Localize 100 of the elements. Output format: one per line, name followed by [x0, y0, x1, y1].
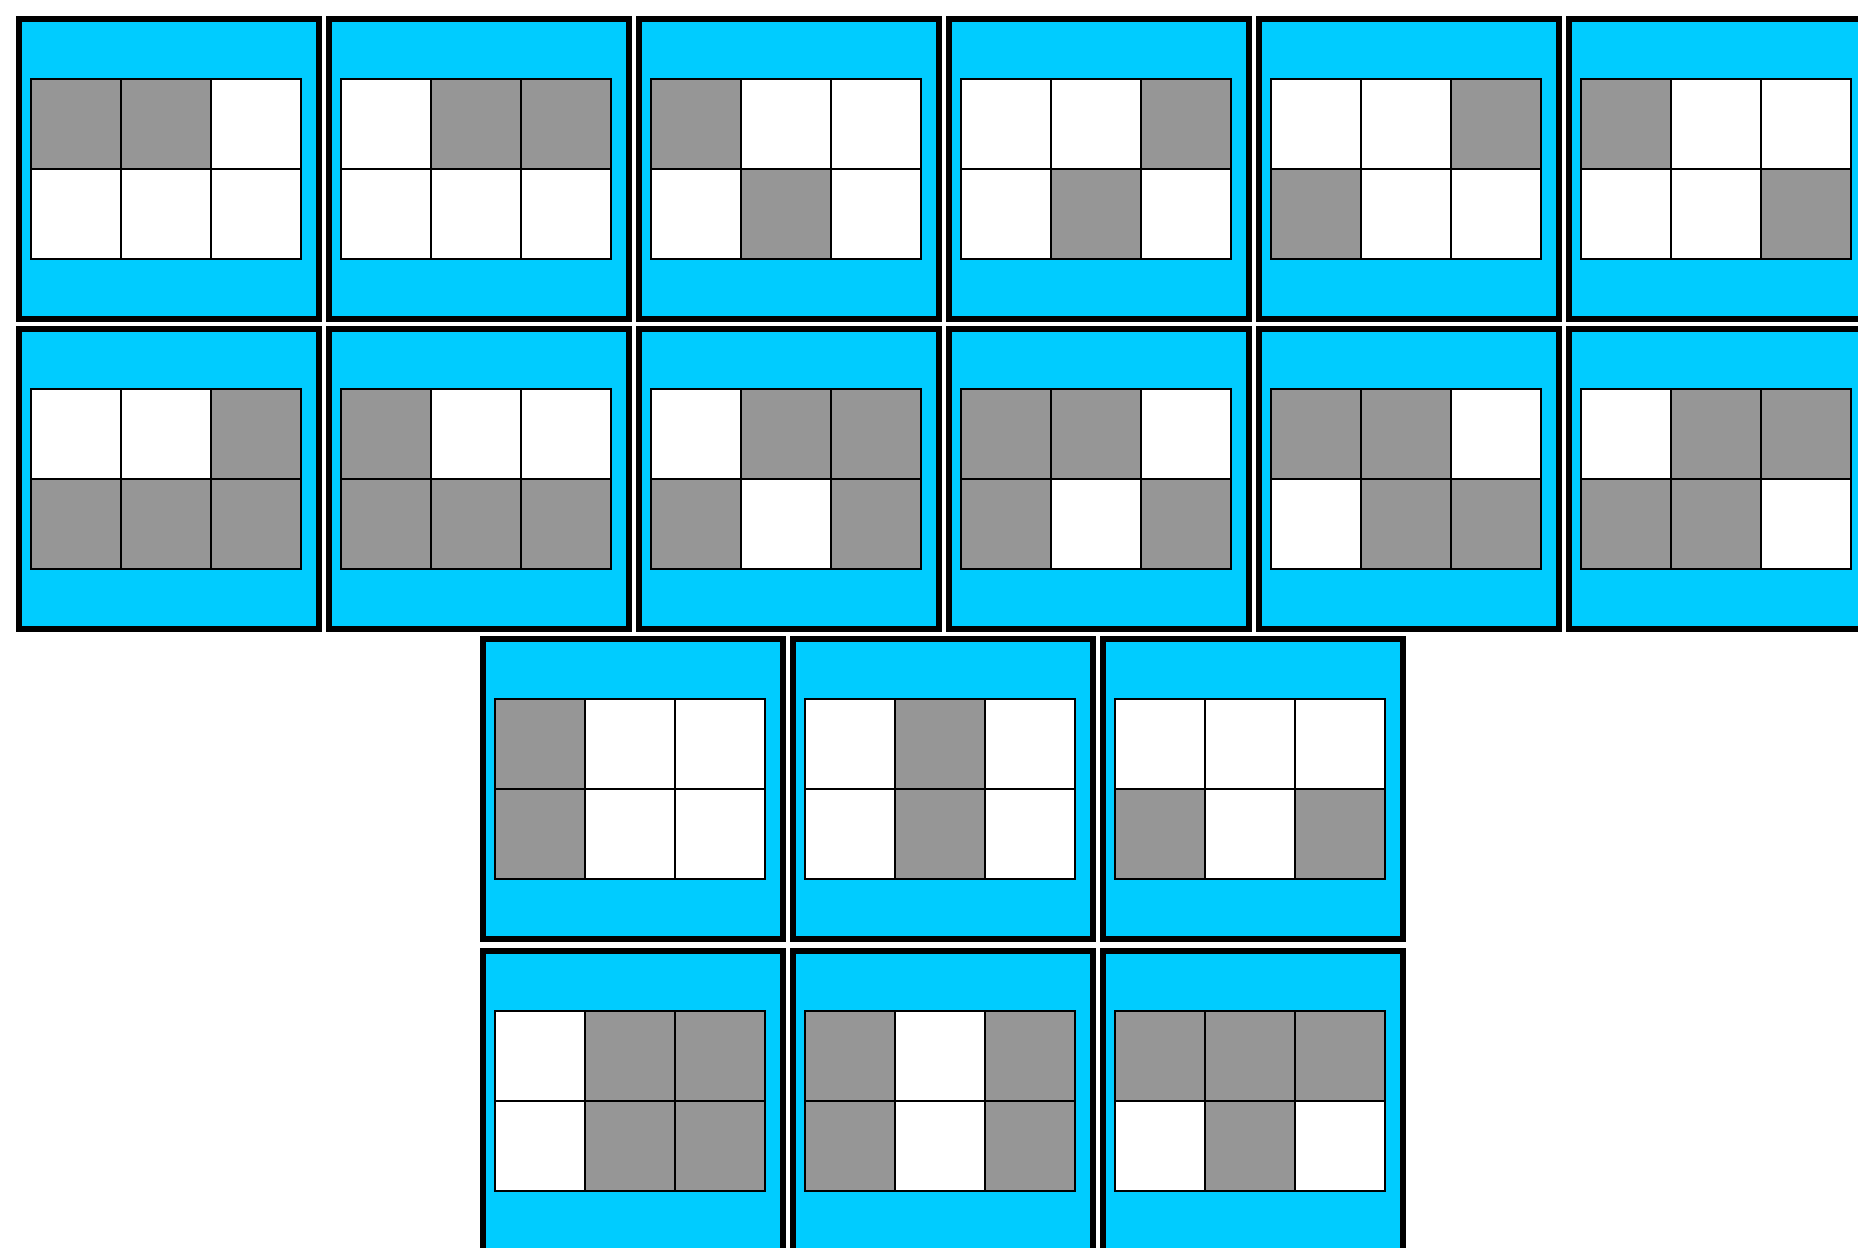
blank-square [740, 478, 832, 570]
blank-square [430, 388, 522, 480]
tile-card [636, 326, 942, 632]
blank-square [830, 78, 922, 170]
blank-square [740, 78, 832, 170]
blank-square [1294, 1100, 1386, 1192]
tile-card [790, 948, 1096, 1248]
shaded-square [520, 478, 612, 570]
tile-card [480, 636, 786, 942]
blank-square [1140, 388, 1232, 480]
shaded-square [584, 1010, 676, 1102]
blank-square [984, 698, 1076, 790]
tile-card [1100, 948, 1406, 1248]
blank-square [1204, 788, 1296, 880]
blank-square [210, 168, 302, 260]
blank-square [674, 788, 766, 880]
shaded-square [984, 1100, 1076, 1192]
tile-card [1100, 636, 1406, 942]
blank-square [1360, 168, 1452, 260]
shaded-square [804, 1010, 896, 1102]
shaded-square [430, 478, 522, 570]
shaded-square [30, 478, 122, 570]
blank-square [1670, 168, 1762, 260]
blank-square [804, 698, 896, 790]
blank-square [340, 168, 432, 260]
shaded-square [584, 1100, 676, 1192]
blank-square [1204, 698, 1296, 790]
shaded-square [1580, 78, 1672, 170]
shaded-square [1360, 478, 1452, 570]
shaded-square [1760, 388, 1852, 480]
shaded-square [520, 78, 612, 170]
shaded-square [740, 388, 832, 480]
shaded-square [804, 1100, 896, 1192]
blank-square [1140, 168, 1232, 260]
blank-square [1270, 78, 1362, 170]
blank-square [30, 388, 122, 480]
shaded-square [1294, 1010, 1386, 1102]
blank-square [1760, 478, 1852, 570]
shaded-square [1270, 388, 1362, 480]
blank-square [1270, 478, 1362, 570]
shaded-square [1050, 168, 1142, 260]
shaded-square [960, 478, 1052, 570]
blank-square [1114, 1100, 1206, 1192]
shaded-square [1580, 478, 1672, 570]
shaded-square [494, 698, 586, 790]
tile-card [1256, 16, 1562, 322]
shaded-square [1670, 478, 1762, 570]
blank-square [1050, 478, 1142, 570]
shaded-square [494, 788, 586, 880]
shaded-square [120, 478, 212, 570]
blank-square [1360, 78, 1452, 170]
shaded-square [650, 78, 742, 170]
shaded-square [1204, 1100, 1296, 1192]
blank-square [494, 1100, 586, 1192]
shaded-square [1140, 78, 1232, 170]
blank-square [894, 1010, 986, 1102]
tile-card [16, 16, 322, 322]
blank-square [584, 788, 676, 880]
blank-square [1450, 168, 1542, 260]
blank-square [1580, 168, 1672, 260]
shaded-square [1450, 478, 1542, 570]
blank-square [120, 168, 212, 260]
shaded-square [1204, 1010, 1296, 1102]
shaded-square [340, 478, 432, 570]
blank-square [120, 388, 212, 480]
blank-square [1450, 388, 1542, 480]
tile-card [946, 326, 1252, 632]
shaded-square [1050, 388, 1142, 480]
tile-card [946, 16, 1252, 322]
tile-card [1566, 16, 1858, 322]
blank-square [960, 78, 1052, 170]
blank-square [430, 168, 522, 260]
tile-card [636, 16, 942, 322]
shaded-square [1114, 788, 1206, 880]
shaded-square [674, 1010, 766, 1102]
blank-square [520, 388, 612, 480]
blank-square [210, 78, 302, 170]
blank-square [340, 78, 432, 170]
tile-card [480, 948, 786, 1248]
shaded-square [830, 478, 922, 570]
shaded-square [1450, 78, 1542, 170]
tile-card [326, 16, 632, 322]
shaded-square [1360, 388, 1452, 480]
blank-square [30, 168, 122, 260]
shaded-square [650, 478, 742, 570]
shaded-square [740, 168, 832, 260]
tile-card [1256, 326, 1562, 632]
blank-square [520, 168, 612, 260]
blank-square [494, 1010, 586, 1102]
blank-square [650, 168, 742, 260]
shaded-square [1114, 1010, 1206, 1102]
shaded-square [210, 478, 302, 570]
shaded-square [674, 1100, 766, 1192]
shaded-square [30, 78, 122, 170]
blank-square [830, 168, 922, 260]
blank-square [1670, 78, 1762, 170]
blank-square [1760, 78, 1852, 170]
blank-square [894, 1100, 986, 1192]
blank-square [1580, 388, 1672, 480]
blank-square [960, 168, 1052, 260]
